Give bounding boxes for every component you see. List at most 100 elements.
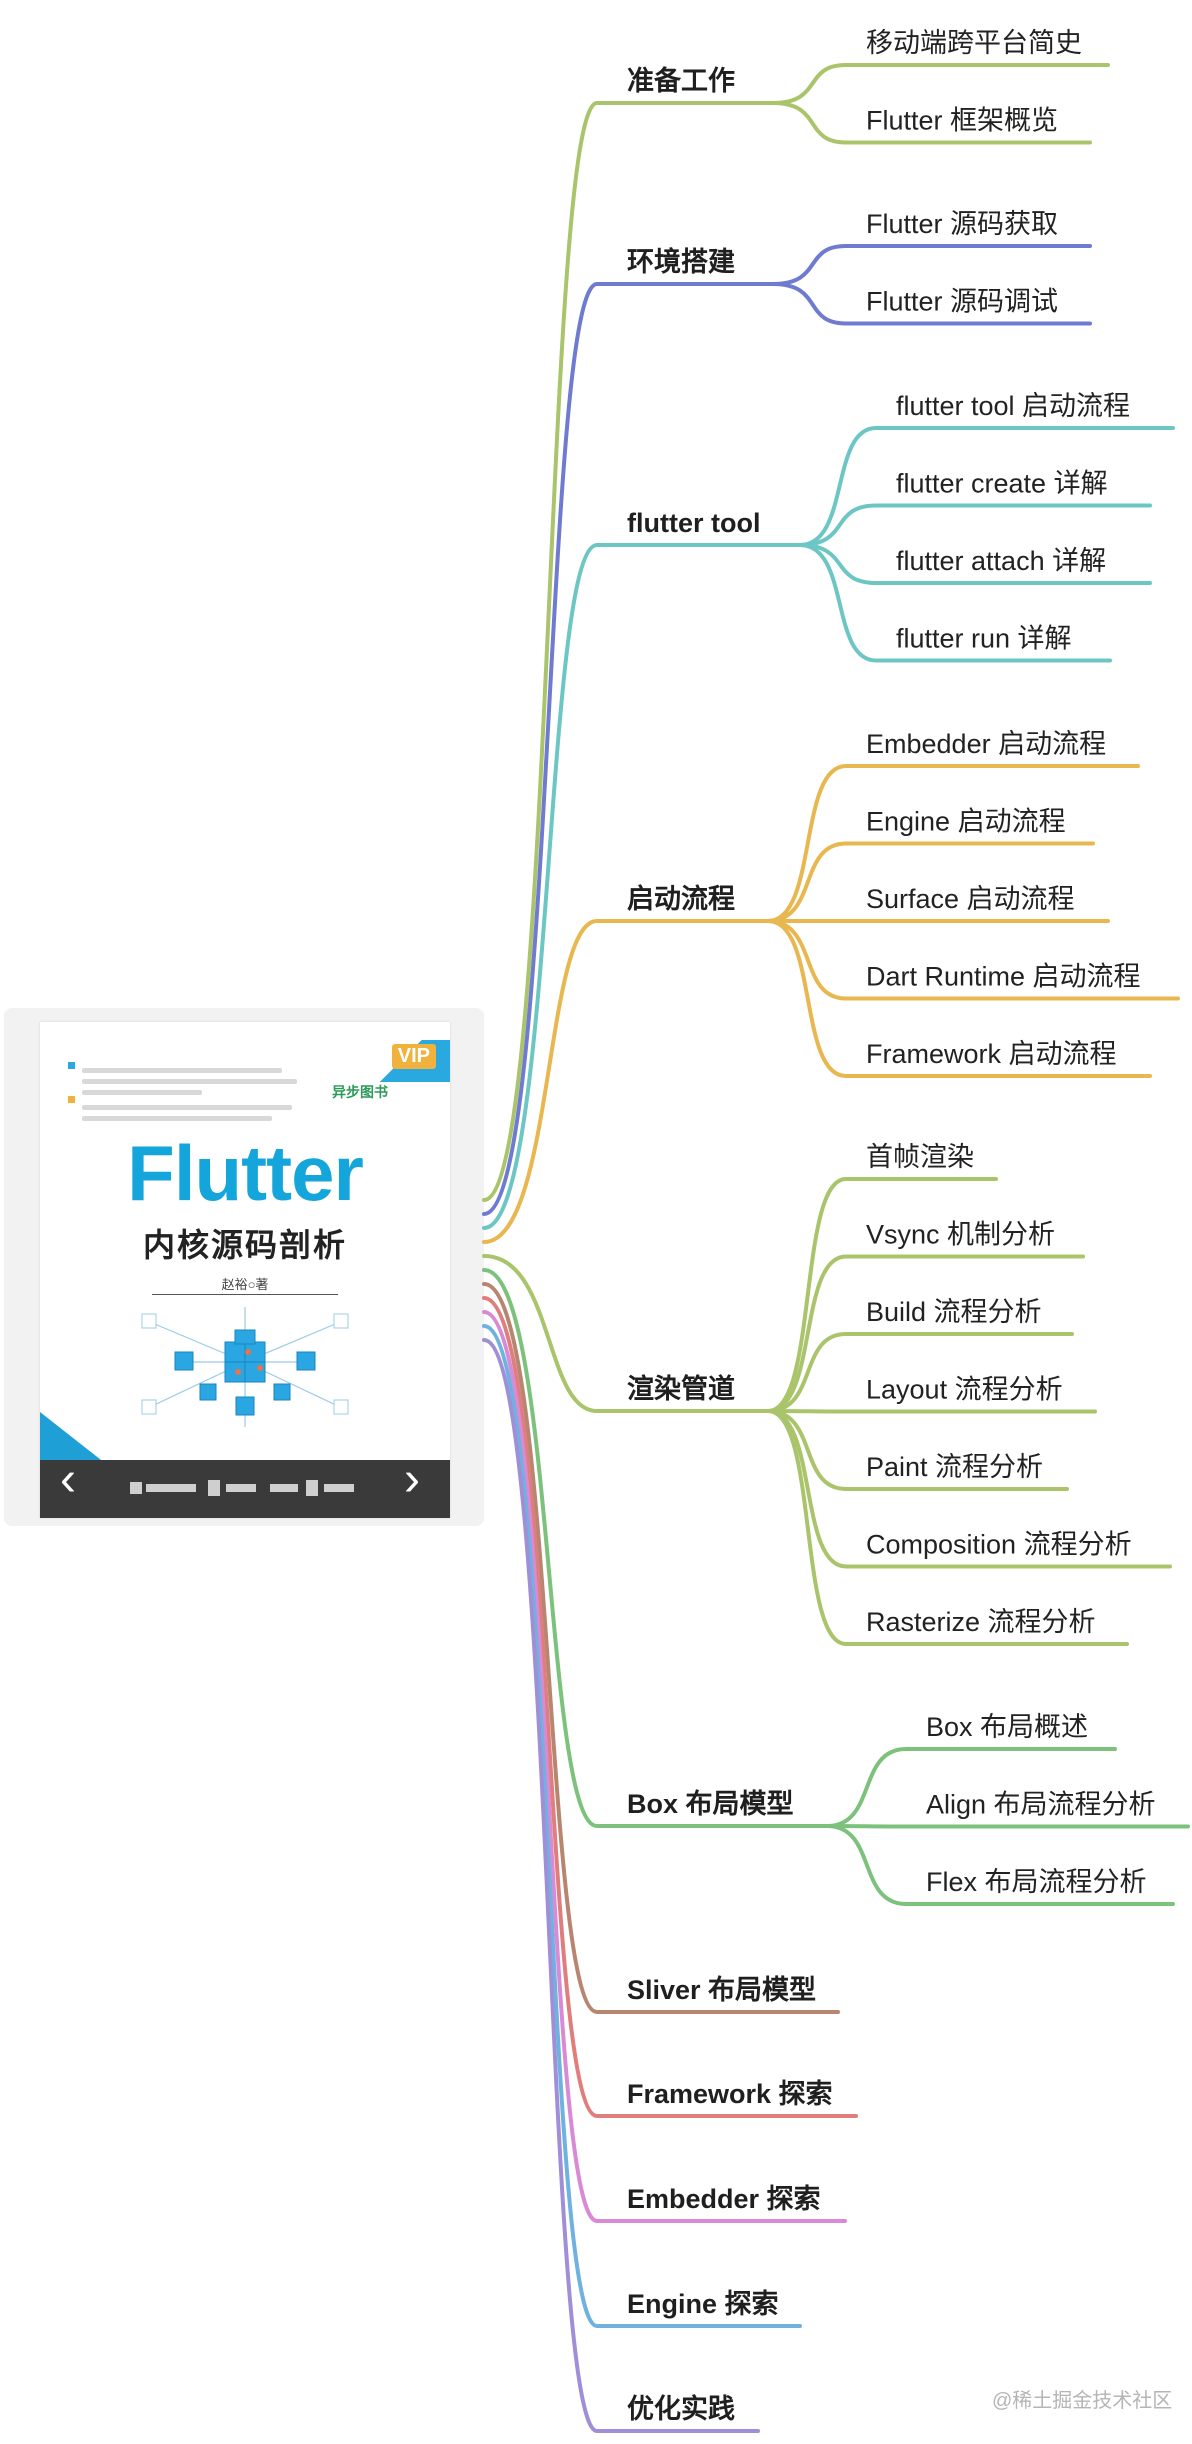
branch-connector xyxy=(482,1268,829,1828)
leaf-connector xyxy=(798,543,1112,663)
leaf-label: Flutter 框架概览 xyxy=(866,106,1058,136)
branch-10: Engine 探索 xyxy=(482,1324,802,2328)
leaf-label: flutter tool 启动流程 xyxy=(896,391,1130,421)
leaf-label: Rasterize 流程分析 xyxy=(866,1607,1096,1637)
book-title: Flutter xyxy=(127,1129,364,1217)
leaf-label: Dart Runtime 启动流程 xyxy=(866,962,1141,992)
book-subtitle: 内核源码剖析 xyxy=(142,1227,347,1263)
leaf-connector xyxy=(771,63,1110,105)
leaf-connector xyxy=(798,503,1152,547)
leaf-label: flutter run 详解 xyxy=(896,624,1072,654)
book-cover-image: VIP 异步图书 Flutter 内核源码剖析 赵裕○著 xyxy=(40,1022,450,1518)
leaf-connector xyxy=(766,919,1180,1001)
leaf-connector xyxy=(798,426,1175,547)
watermark: @稀土掘金技术社区 xyxy=(992,2390,1173,2412)
leaf-connector xyxy=(766,1254,1085,1413)
blurb-line xyxy=(82,1105,292,1110)
branch-connector xyxy=(482,1338,760,2433)
branch-11: 优化实践 xyxy=(482,1338,760,2433)
leaf-connector xyxy=(771,244,1092,286)
leaf-label: Flex 布局流程分析 xyxy=(926,1867,1147,1897)
branch-label: Framework 探索 xyxy=(627,2079,833,2109)
branch-connector xyxy=(482,1324,802,2328)
blurb-line xyxy=(82,1116,272,1121)
branch-label: Box 布局模型 xyxy=(627,1789,794,1819)
author-rule xyxy=(152,1294,338,1295)
leaf-connector xyxy=(766,1409,1129,1646)
blurb-bullet xyxy=(68,1096,75,1103)
leaf-connector xyxy=(766,1177,998,1413)
next-image-arrow[interactable]: › xyxy=(404,1453,420,1506)
leaf-label: Vsync 机制分析 xyxy=(866,1220,1055,1250)
prev-image-arrow[interactable]: ‹ xyxy=(60,1453,76,1506)
leaf-label: 首帧渲染 xyxy=(866,1142,974,1172)
branch-label: 环境搭建 xyxy=(627,247,735,277)
leaf-label: Surface 启动流程 xyxy=(866,884,1075,914)
branch-connector xyxy=(482,282,775,1216)
leaf-connector xyxy=(771,282,1092,326)
leaf-connector xyxy=(766,919,1152,1078)
leaf-label: Paint 流程分析 xyxy=(866,1452,1043,1482)
leaf-connector xyxy=(766,764,1140,923)
branch-label: 启动流程 xyxy=(627,884,735,914)
leaf-label: Align 布局流程分析 xyxy=(926,1790,1156,1820)
cube-network-illustration xyxy=(141,1307,349,1427)
leaf-connector xyxy=(798,543,1152,585)
blurb-bullet xyxy=(68,1062,75,1069)
branch-connector xyxy=(482,1254,770,1413)
leaf-label: Framework 启动流程 xyxy=(866,1039,1117,1069)
branch-connector xyxy=(482,1296,858,2118)
branch-2: 环境搭建 Flutter 源码获取 Flutter 源码调试 xyxy=(482,209,1092,1216)
branch-1: 准备工作 移动端跨平台简史 Flutter 框架概览 xyxy=(482,28,1110,1202)
leaf-connector xyxy=(825,1824,1175,1906)
leaf-label: Flutter 源码获取 xyxy=(866,209,1058,239)
leaf-connector xyxy=(825,1747,1117,1828)
branch-connector xyxy=(482,1282,840,2014)
leaf-label: Embedder 启动流程 xyxy=(866,729,1106,759)
branch-7: Sliver 布局模型 xyxy=(482,1282,840,2014)
leaf-label: Build 流程分析 xyxy=(866,1297,1042,1327)
branch-connector xyxy=(482,101,775,1202)
blurb-line xyxy=(82,1068,282,1073)
leaf-label: Layout 流程分析 xyxy=(866,1375,1063,1405)
leaf-connector xyxy=(766,1409,1069,1491)
cover-footer xyxy=(40,1460,450,1518)
branch-5: 渲染管道 首帧渲染 Vsync 机制分析 Build 流程分析 Layout 流程分析 P… xyxy=(482,1142,1172,1646)
footer-logos xyxy=(130,1480,354,1496)
leaf-label: Box 布局概述 xyxy=(926,1712,1088,1742)
branch-label: 渲染管道 xyxy=(627,1373,735,1404)
branch-connector xyxy=(482,919,770,1244)
branch-6: Box 布局模型 Box 布局概述 Align 布局流程分析 Flex 布局流程分析 xyxy=(482,1268,1190,1906)
branch-label: flutter tool xyxy=(627,508,760,538)
branch-label: 优化实践 xyxy=(627,2393,735,2424)
branch-3: flutter tool flutter tool 启动流程 flutter cre… xyxy=(482,391,1175,1230)
branch-9: Embedder 探索 xyxy=(482,1310,847,2223)
branch-label: Embedder 探索 xyxy=(627,2184,821,2214)
publisher-logo: 异步图书 xyxy=(332,1084,388,1100)
leaf-connector xyxy=(825,1824,1190,1829)
leaf-connector xyxy=(766,1332,1074,1413)
branch-8: Framework 探索 xyxy=(482,1296,858,2118)
branch-label: 准备工作 xyxy=(627,66,735,96)
blurb-line xyxy=(82,1079,297,1084)
branch-connector xyxy=(482,1310,847,2223)
leaf-label: Engine 启动流程 xyxy=(866,807,1066,837)
vip-badge: VIP xyxy=(391,1044,436,1069)
branch-connector xyxy=(482,543,802,1230)
blurb-line xyxy=(82,1090,202,1095)
leaf-label: 移动端跨平台简史 xyxy=(866,28,1082,58)
leaf-label: Flutter 源码调试 xyxy=(866,287,1058,317)
cover-blurb xyxy=(68,1062,298,1121)
branch-label: Sliver 布局模型 xyxy=(627,1975,816,2005)
cover-corner-triangle xyxy=(40,1412,110,1467)
leaf-connector xyxy=(766,841,1095,923)
leaf-connector xyxy=(766,1409,1172,1569)
leaf-label: Composition 流程分析 xyxy=(866,1530,1132,1560)
branch-label: Engine 探索 xyxy=(627,2289,779,2319)
branch-4: 启动流程 Embedder 启动流程 Engine 启动流程 Surface 启动流程… xyxy=(482,729,1180,1244)
book-author: 赵裕○著 xyxy=(221,1277,269,1292)
leaf-connector xyxy=(771,101,1092,145)
leaf-connector xyxy=(766,1409,1097,1414)
leaf-label: flutter create 详解 xyxy=(896,469,1108,499)
